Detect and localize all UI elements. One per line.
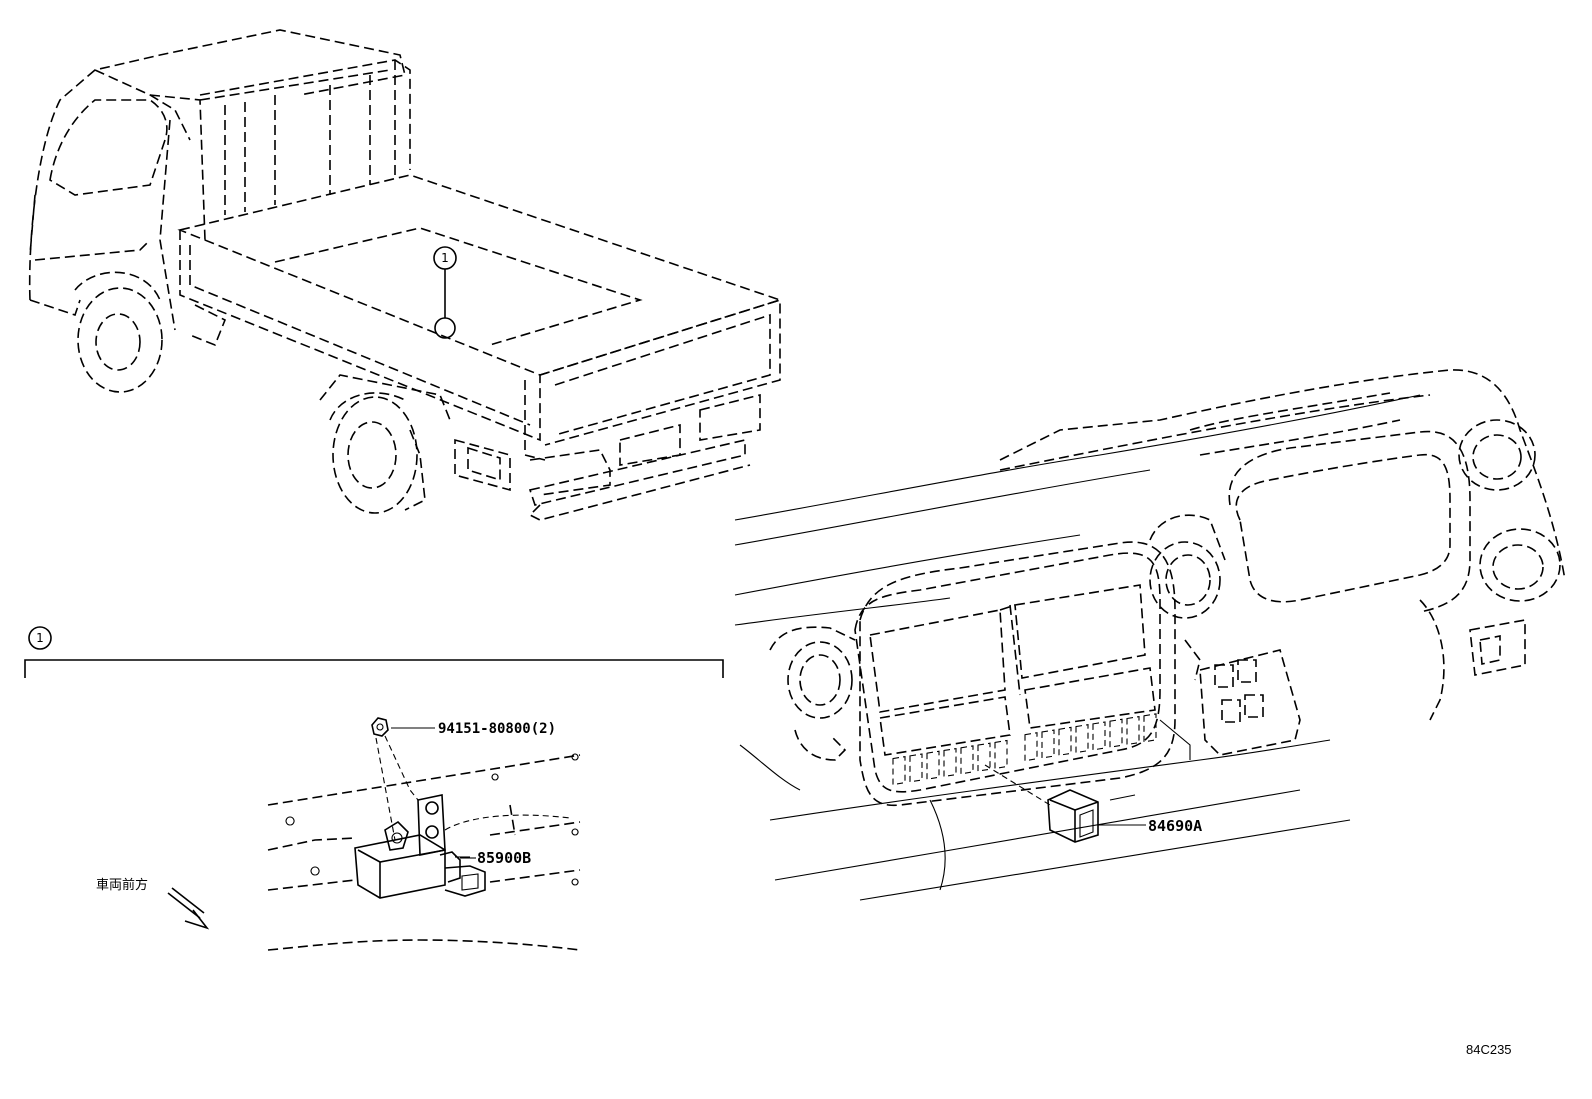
detail-view bbox=[24, 626, 724, 951]
part-label-bolt[interactable]: 94151-80800(2) bbox=[438, 721, 556, 737]
front-direction-arrow-icon bbox=[184, 909, 210, 930]
truck-illustration bbox=[28, 29, 783, 521]
part-label-switch[interactable]: 84690A bbox=[1148, 817, 1202, 835]
detail-bracket bbox=[24, 659, 724, 678]
sensor-body bbox=[354, 834, 446, 899]
switch-body bbox=[1047, 789, 1099, 843]
dashboard-illustration bbox=[734, 369, 1566, 901]
bolt-icon bbox=[371, 717, 389, 737]
detail-callout-number: 1 bbox=[36, 631, 44, 645]
drawing-code: 84C235 bbox=[1466, 1042, 1512, 1057]
front-direction-label: 車両前方 bbox=[96, 877, 148, 893]
part-label-sensor[interactable]: 85900B bbox=[477, 849, 531, 867]
location-marker-icon bbox=[434, 317, 456, 339]
detail-callout-circle bbox=[28, 626, 52, 650]
truck-callout-number: 1 bbox=[441, 251, 449, 265]
